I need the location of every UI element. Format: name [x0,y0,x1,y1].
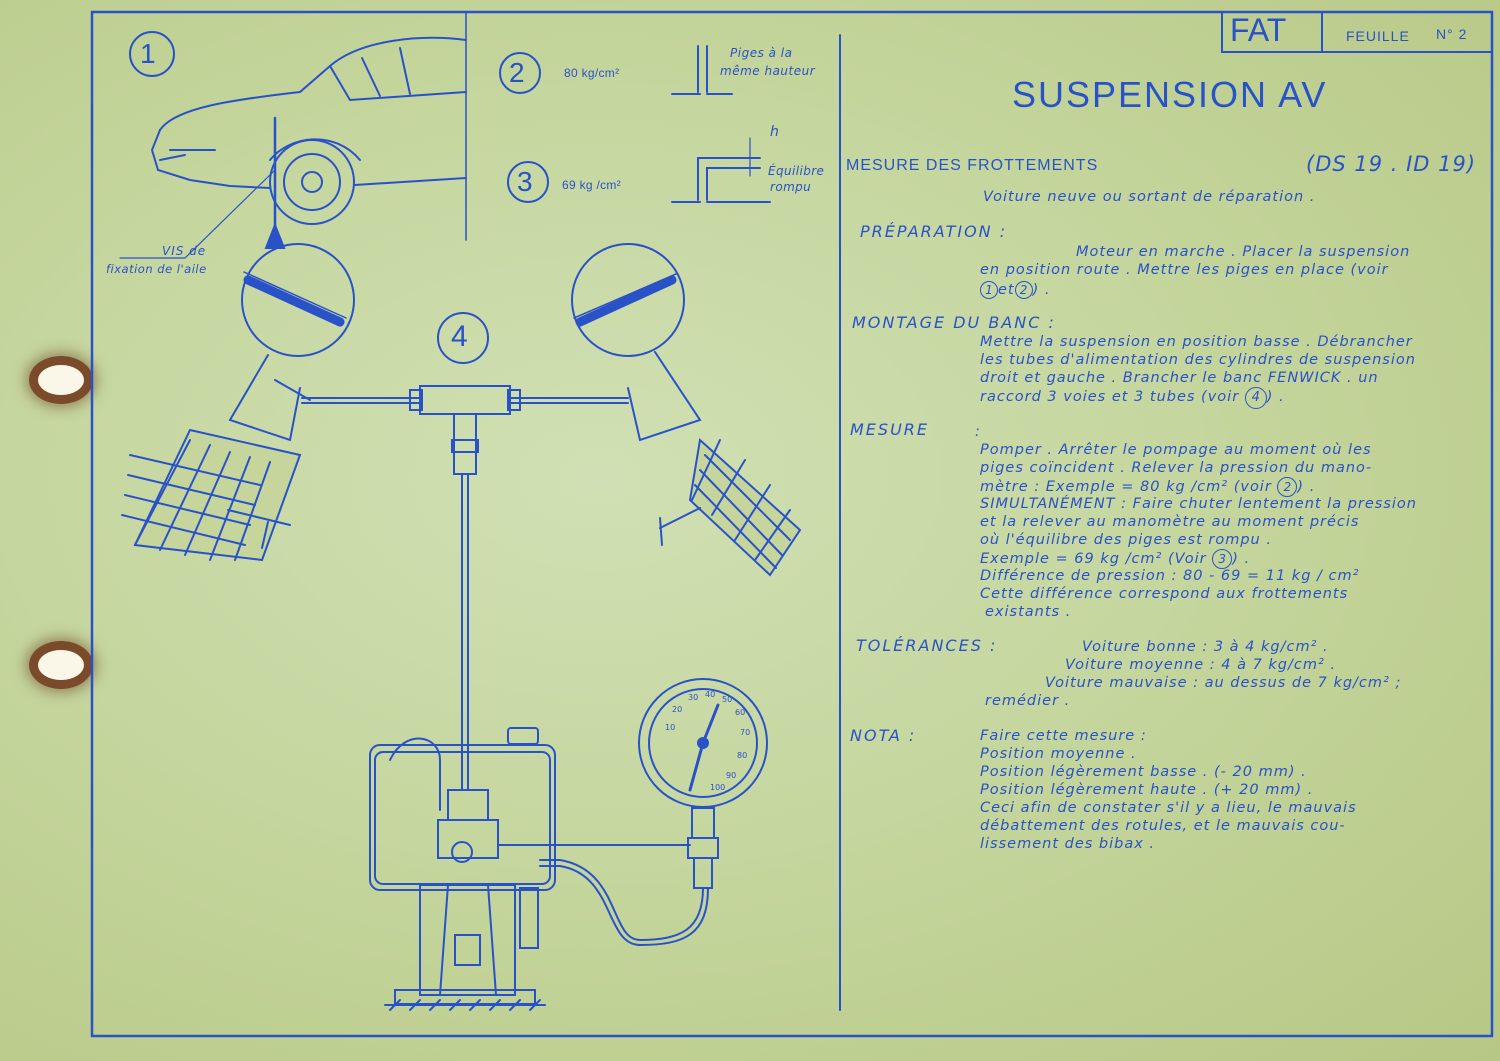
tolerances-heading: TOLÉRANCES : [856,636,998,655]
sheet-label: FEUILLE [1346,28,1410,44]
mesure-line3: mètre : Exemple = 80 kg /cm² (voir 2) . [980,477,1315,497]
fig2-number: 2 [509,57,526,88]
mesure-line7: Exemple = 69 kg /cm² (Voir 3) . [980,549,1250,569]
mesure-line3-end: ) . [1297,479,1316,495]
gauge-tick-4: 50 [722,695,732,704]
nota-line7: lissement des bibax . [980,836,1156,852]
gauge-tick-8: 90 [726,771,736,780]
fig3-h-label: h [770,124,780,140]
mesure-line1: Pomper . Arrêter le pompage au moment où… [980,442,1372,458]
gauge-tick-0: 10 [665,723,675,732]
fig4-number: 4 [451,320,469,353]
mesure-line7-end: ) . [1232,551,1251,567]
gauge-tick-labels: 10 20 30 40 50 60 70 80 90 100 [665,690,750,792]
punch-hole-bottom [38,650,84,680]
ref-fig2: 2 [1014,281,1033,299]
fig1-label-line1: VIS de [162,244,207,258]
sheet-frame [90,10,1494,1038]
condition: Voiture neuve ou sortant de réparation . [983,189,1316,205]
manometer [539,678,768,947]
tolerances-line1: Voiture bonne : 3 à 4 kg/cm² . [1082,639,1329,655]
gauge-tick-7: 80 [737,751,747,760]
tolerances-line4: remédier . [985,693,1071,709]
car-drawing [119,36,467,259]
montage-heading: MONTAGE DU BANC : [852,313,1056,332]
fat-logo: FAT [1230,12,1287,48]
ref-and: et [998,282,1015,298]
right-suspension-cylinder [571,243,802,577]
mesure-line6: où l'équilibre des piges est rompu . [980,532,1272,548]
three-way-connector [301,385,629,791]
ref-fig2-mesure: 2 [1277,477,1298,497]
fig2-note-line2: même hauteur [720,64,816,78]
fig3-number: 3 [517,166,534,197]
nota-line4: Position légèrement haute . (+ 20 mm) . [980,782,1314,798]
mesure-line2: piges coïncident . Relever la pression d… [980,460,1373,476]
fig2-note-line1: Piges à la [730,46,793,60]
models: (DS 19 . ID 19) [1306,152,1477,176]
fig2-pressure: 80 kg/cm² [564,66,620,80]
mesure-line5: et la relever au manomètre au moment pré… [980,514,1360,530]
fig1-circle [129,31,175,77]
gauge-tick-3: 40 [705,690,715,699]
preparation-line2: en position route . Mettre les piges en … [980,262,1389,278]
tolerances-line2: Voiture moyenne : 4 à 7 kg/cm² . [1065,657,1337,673]
fig3-pressure: 69 kg /cm² [562,178,622,192]
montage-line4-end: ) . [1266,389,1285,405]
fig3-note-line2: rompu [770,180,812,194]
nota-line6: débattement des rotules, et le mauvais c… [980,818,1346,834]
left-suspension-cylinder [121,243,355,562]
gauge-tick-9: 100 [710,783,725,792]
fig2-circle [499,52,541,94]
fig3-piges [671,137,771,203]
nota-heading: NOTA : [850,726,917,745]
nota-line1: Faire cette mesure : [980,728,1147,744]
nota-line5: Ceci afin de constater s'il y a lieu, le… [980,800,1357,816]
gauge-tick-5: 60 [735,708,745,717]
ref-close: ) . [1032,282,1051,298]
mesure-heading: MESURE [850,420,930,439]
ref-fig3: 3 [1212,549,1233,569]
gauge-tick-1: 20 [672,705,682,714]
mesure-line8: Différence de pression : 80 - 69 = 11 kg… [980,568,1360,584]
mesure-line4: SIMULTANÉMENT : Faire chuter lentement l… [980,496,1417,512]
mesure-line10: existants . [985,604,1072,620]
mesure-line7-text: Exemple = 69 kg /cm² (Voir [980,551,1207,567]
ref-fig4: 4 [1244,387,1267,409]
gauge-tick-2: 30 [688,693,698,702]
montage-line2: les tubes d'alimentation des cylindres d… [980,352,1416,368]
sheet-number: N° 2 [1436,26,1468,42]
montage-line3: droit et gauche . Brancher le banc FENWI… [980,370,1379,386]
montage-line4-text: raccord 3 voies et 3 tubes (voir [980,389,1240,405]
fig2-piges [671,45,733,95]
mesure-line3-text: mètre : Exemple = 80 kg /cm² (voir [980,479,1272,495]
fig4-circle [437,312,489,364]
mesure-colon: : [975,424,981,440]
header-box [1221,11,1493,53]
montage-line1: Mettre la suspension en position basse .… [980,334,1413,350]
fig1-label-line2: fixation de l'aile [106,262,207,276]
nota-line2: Position moyenne . [980,746,1137,762]
fig3-note-line1: Équilibre [768,164,825,178]
pump-bench [369,727,691,1011]
preparation-line1: Moteur en marche . Placer la suspension [1076,244,1411,260]
gauge-tick-6: 70 [740,728,750,737]
ref-fig1: 1 [980,281,998,299]
mesure-line9: Cette différence correspond aux frotteme… [980,586,1349,602]
preparation-heading: PRÉPARATION : [860,222,1008,241]
fig1-number: 1 [140,38,157,69]
nota-line3: Position légèrement basse . (- 20 mm) . [980,764,1307,780]
punch-hole-top [38,365,84,395]
tolerances-line3: Voiture mauvaise : au dessus de 7 kg/cm²… [1045,675,1402,691]
fig3-circle [507,161,549,203]
montage-line4: raccord 3 voies et 3 tubes (voir 4) . [980,387,1285,409]
page-title: SUSPENSION AV [1012,74,1328,115]
subject-heading: MESURE DES FROTTEMENTS [846,157,1099,174]
